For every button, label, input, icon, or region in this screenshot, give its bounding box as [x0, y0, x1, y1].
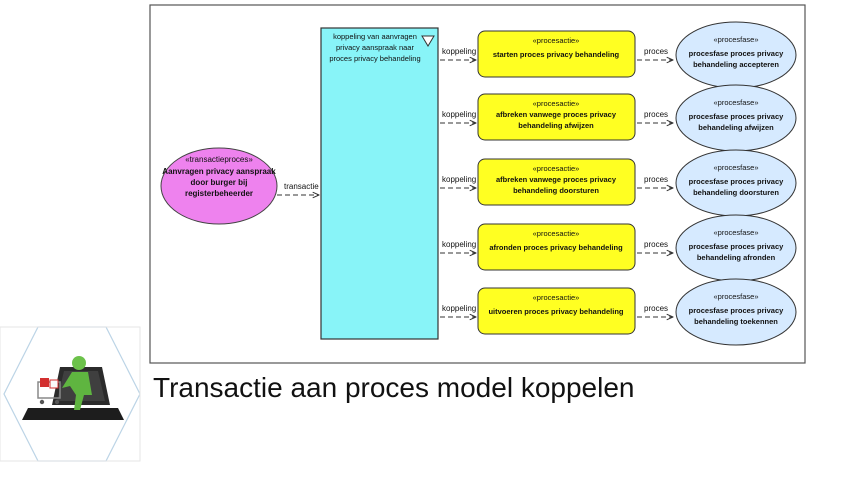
process-action-box[interactable]: «procesactie» afronden proces privacy beh…: [477, 223, 636, 271]
collapse-triangle-icon: [421, 35, 435, 47]
coupling-connector-label: koppeling: [442, 110, 476, 119]
process-phase-stereotype: «procesfase»: [713, 228, 758, 237]
process-connector[interactable]: proces: [637, 175, 673, 188]
process-action-name: behandeling afwijzen: [518, 121, 594, 130]
process-connector-label: proces: [644, 47, 668, 56]
process-phase-name: procesfase proces privacy: [689, 49, 784, 58]
coupling-connector[interactable]: koppeling: [440, 175, 476, 188]
process-connector[interactable]: proces: [637, 240, 673, 253]
process-phase-node[interactable]: «procesfase» procesfase proces privacy beh…: [675, 214, 797, 282]
process-phase-node[interactable]: «procesfase» procesfase proces privacy beh…: [675, 84, 797, 152]
coupling-connector[interactable]: koppeling: [440, 240, 476, 253]
process-connector-label: proces: [644, 304, 668, 313]
process-phase-node[interactable]: «procesfase» procesfase proces privacy beh…: [675, 21, 797, 89]
process-action-stereotype: «procesactie»: [533, 293, 580, 302]
process-action-stereotype: «procesactie»: [533, 99, 580, 108]
process-action-stereotype: «procesactie»: [533, 164, 580, 173]
transaction-line-3: registerbeheerder: [185, 189, 253, 198]
process-connector[interactable]: proces: [637, 304, 673, 317]
process-phase-node[interactable]: «procesfase» procesfase proces privacy beh…: [675, 149, 797, 217]
transaction-line-2: door burger bij: [191, 178, 248, 187]
process-phase-name: procesfase proces privacy: [689, 242, 784, 251]
process-action-box[interactable]: «procesactie» uitvoeren proces privacy be…: [477, 287, 636, 335]
process-connector-label: proces: [644, 240, 668, 249]
process-connector[interactable]: proces: [637, 110, 673, 123]
coupling-connector-label: koppeling: [442, 47, 476, 56]
process-action-stereotype: «procesactie»: [533, 36, 580, 45]
process-connector[interactable]: proces: [637, 47, 673, 60]
transaction-stereotype: «transactieproces»: [185, 155, 253, 164]
process-phase-stereotype: «procesfase»: [713, 35, 758, 44]
diagram-caption: Transactie aan proces model koppelen: [153, 372, 635, 403]
process-row: koppeling «procesactie» afbreken vanwege p…: [440, 149, 797, 217]
coupling-connector-label: koppeling: [442, 240, 476, 249]
transaction-connector-label: transactie: [284, 182, 319, 191]
coupling-line-2: privacy aanspraak naar: [336, 43, 414, 52]
process-phase-stereotype: «procesfase»: [713, 292, 758, 301]
process-phase-name: behandeling toekennen: [694, 317, 778, 326]
process-action-box[interactable]: «procesactie» starten proces privacy beha…: [477, 30, 636, 78]
process-action-name: behandeling doorsturen: [513, 186, 599, 195]
process-phase-name: behandeling afwijzen: [698, 123, 774, 132]
process-phase-node[interactable]: «procesfase» procesfase proces privacy beh…: [675, 278, 797, 346]
process-phase-name: procesfase proces privacy: [689, 306, 784, 315]
process-phase-name: procesfase proces privacy: [689, 177, 784, 186]
transaction-node[interactable]: «transactieproces» Aanvragen privacy aan…: [160, 147, 278, 225]
process-phase-name: behandeling afronden: [697, 253, 776, 262]
process-connector-label: proces: [644, 110, 668, 119]
process-action-stereotype: «procesactie»: [533, 229, 580, 238]
coupling-connector[interactable]: koppeling: [440, 110, 476, 123]
transaction-line-1: Aanvragen privacy aanspraak: [162, 167, 276, 176]
process-row: koppeling «procesactie» starten proces pri…: [440, 21, 797, 89]
process-phase-stereotype: «procesfase»: [713, 163, 758, 172]
process-phase-name: behandeling accepteren: [693, 60, 779, 69]
process-action-name: afbreken vanwege proces privacy: [496, 175, 617, 184]
coupling-connector[interactable]: koppeling: [440, 47, 476, 60]
process-action-name: uitvoeren proces privacy behandeling: [488, 307, 623, 316]
process-phase-stereotype: «procesfase»: [713, 98, 758, 107]
process-action-box[interactable]: «procesactie» afbreken vanwege proces pri…: [477, 93, 636, 141]
process-row: koppeling «procesactie» afronden proces pr…: [440, 214, 797, 282]
coupling-connector-label: koppeling: [442, 175, 476, 184]
coupling-line-1: koppeling van aanvragen: [333, 32, 417, 41]
process-action-name: afbreken vanwege proces privacy: [496, 110, 617, 119]
coupling-box[interactable]: koppeling van aanvragen privacy aanspraa…: [320, 27, 439, 340]
process-phase-name: behandeling doorsturen: [693, 188, 779, 197]
coupling-line-3: proces privacy behandeling: [329, 54, 420, 63]
transaction-connector[interactable]: transactie: [277, 182, 319, 195]
process-action-name: starten proces privacy behandeling: [493, 50, 620, 59]
process-action-name: afronden proces privacy behandeling: [489, 243, 623, 252]
process-phase-name: procesfase proces privacy: [689, 112, 784, 121]
logo-icon: [0, 326, 141, 462]
process-connector-label: proces: [644, 175, 668, 184]
process-row: koppeling «procesactie» afbreken vanwege p…: [440, 84, 797, 152]
process-row: koppeling «procesactie» uitvoeren proces p…: [440, 278, 797, 346]
process-action-box[interactable]: «procesactie» afbreken vanwege proces pri…: [477, 158, 636, 206]
coupling-connector[interactable]: koppeling: [440, 304, 476, 317]
process-rows: koppeling «procesactie» starten proces pri…: [440, 21, 797, 346]
coupling-connector-label: koppeling: [442, 304, 476, 313]
